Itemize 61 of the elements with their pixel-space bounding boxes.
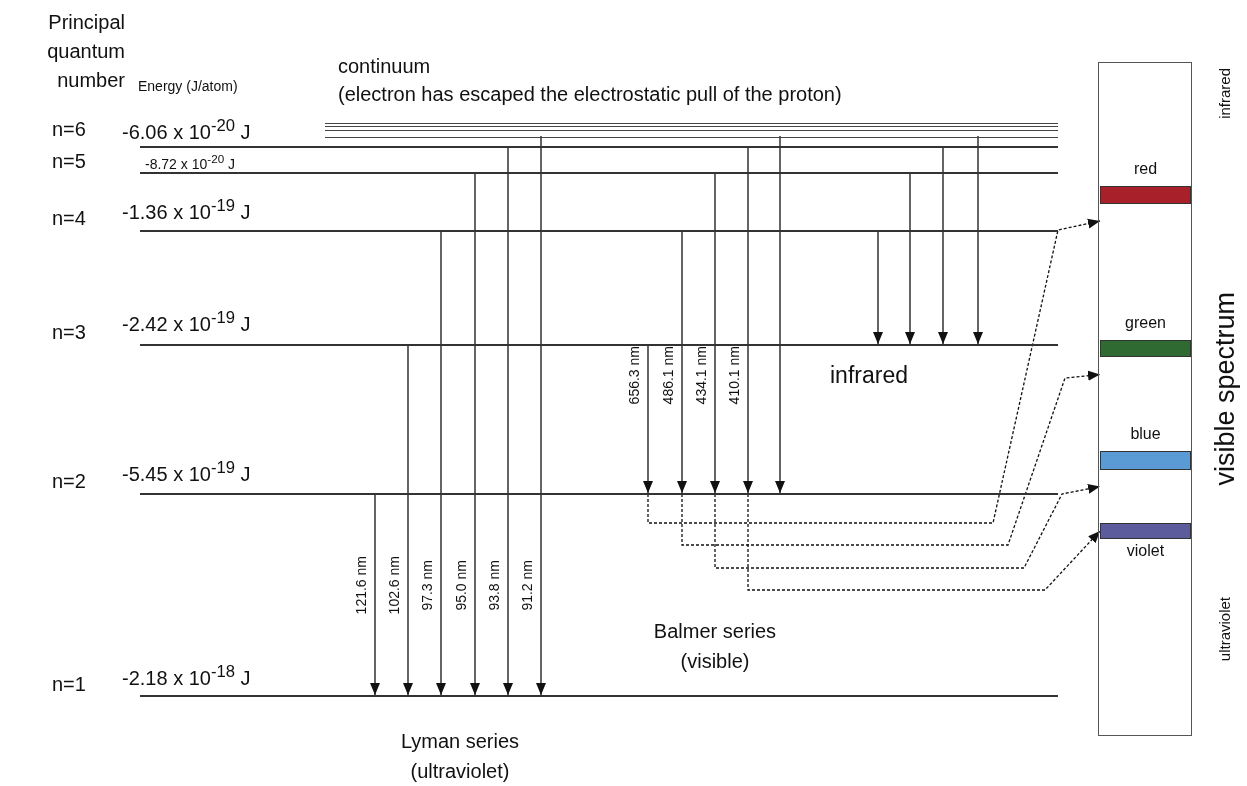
band-label: violet	[1125, 542, 1166, 560]
transition-arrow	[743, 147, 753, 494]
spectrum-title: visible spectrum	[1210, 292, 1241, 486]
energy-value: -2.42 x 10$^{-19}$ J	[122, 308, 251, 336]
energy-level-line	[140, 146, 1058, 148]
continuum-note: (electron has escaped the electrostatic pull of the proton)	[338, 83, 842, 106]
wavelength-label: 434.1 nm	[693, 346, 709, 405]
wavelength-label: 410.1 nm	[726, 346, 742, 405]
energy-level-line	[140, 172, 1058, 174]
energy-level-line	[140, 695, 1058, 697]
transition-arrow	[905, 173, 915, 345]
transition-arrow	[503, 147, 513, 696]
dotted-arrow	[647, 218, 1101, 524]
energy-value: -1.36 x 10$^{-19}$ J	[122, 196, 251, 224]
wavelength-label: 97.3 nm	[419, 559, 435, 611]
transition-arrow	[436, 231, 446, 696]
quantum-number-label: n=6	[52, 118, 86, 141]
dotted-arrow	[747, 493, 1101, 591]
transition-arrow	[775, 135, 785, 494]
quantum-number-label: n=3	[52, 321, 86, 344]
wavelength-label: 93.8 nm	[486, 559, 502, 611]
wavelength-label: 656.3 nm	[626, 346, 642, 405]
transition-arrow	[677, 231, 687, 494]
transition-arrow	[710, 173, 720, 494]
energy-level-line	[140, 344, 1058, 346]
transition-arrow	[643, 345, 653, 494]
wavelength-label: 91.2 nm	[519, 559, 535, 611]
series-label: infrared	[830, 362, 908, 389]
wavelength-label: 121.6 nm	[353, 556, 369, 615]
energy-value: -8.72 x 10$^{-20}$ J	[145, 152, 235, 172]
energy-value: -2.18 x 10$^{-18}$ J	[122, 662, 251, 690]
quantum-number-label: n=1	[52, 673, 86, 696]
energy-level-line	[140, 230, 1058, 232]
series-label: Balmer series (visible)	[652, 619, 778, 674]
band-label: blue	[1129, 425, 1162, 443]
dotted-arrow	[714, 483, 1101, 569]
quantum-number-label: n=4	[52, 207, 86, 230]
transition-arrow	[403, 345, 413, 696]
axis-title: Energy (J/atom)	[138, 78, 238, 94]
transition-arrow	[370, 494, 380, 696]
wavelength-label: 486.1 nm	[660, 346, 676, 405]
spectrum-region-label: ultraviolet	[1216, 597, 1233, 662]
band-label: red	[1132, 160, 1159, 178]
series-label: Lyman series (ultraviolet)	[399, 729, 521, 784]
axis-title: Principal quantum number	[46, 10, 125, 93]
wavelength-label: 102.6 nm	[386, 556, 402, 615]
quantum-number-label: n=2	[52, 470, 86, 493]
transition-arrow	[536, 135, 546, 696]
wavelength-label: 95.0 nm	[453, 559, 469, 611]
energy-value: -6.06 x 10$^{-20}$ J	[122, 116, 251, 144]
band-label: green	[1124, 314, 1167, 332]
transition-arrow	[973, 135, 983, 345]
transition-arrow	[873, 231, 883, 345]
spectrum-region-label: infrared	[1216, 68, 1233, 119]
transition-arrow	[938, 147, 948, 345]
energy-value: -5.45 x 10$^{-19}$ J	[122, 458, 251, 486]
dotted-arrow	[681, 370, 1101, 546]
transition-arrow	[470, 173, 480, 696]
energy-level-line	[140, 493, 1058, 495]
continuum-heading: continuum	[338, 55, 431, 78]
quantum-number-label: n=5	[52, 150, 86, 173]
